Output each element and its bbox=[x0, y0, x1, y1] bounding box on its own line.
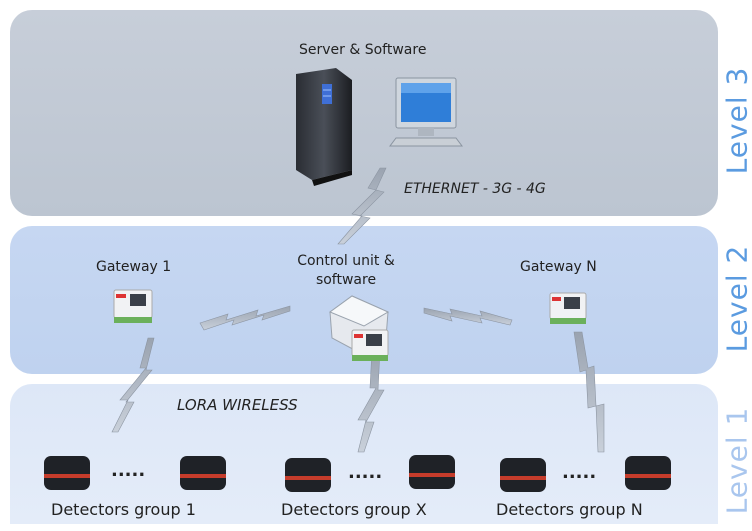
gateway-device-icon bbox=[550, 293, 586, 324]
gateway-1-label: Gateway 1 bbox=[96, 259, 171, 275]
control-unit-label: Control unit & software bbox=[284, 252, 408, 290]
detectors-dots: ..... bbox=[562, 462, 596, 483]
control-unit-icon bbox=[330, 296, 388, 361]
detectors-dots: ..... bbox=[111, 460, 145, 481]
detectors-dots: ..... bbox=[348, 462, 382, 483]
gateway-n-label: Gateway N bbox=[520, 259, 597, 275]
ethernet-link-label: ETHERNET - 3G - 4G bbox=[404, 181, 546, 197]
gateway-device-icon bbox=[114, 290, 152, 323]
monitor-icon bbox=[390, 78, 462, 146]
server-software-title: Server & Software bbox=[299, 42, 426, 58]
detectors-group-1-label: Detectors group 1 bbox=[51, 500, 196, 519]
server-tower-icon bbox=[296, 68, 352, 186]
detectors-group-n-label: Detectors group N bbox=[496, 500, 643, 519]
lora-wireless-label: LORA WIRELESS bbox=[177, 396, 298, 414]
detectors-group-x-label: Detectors group X bbox=[281, 500, 427, 519]
